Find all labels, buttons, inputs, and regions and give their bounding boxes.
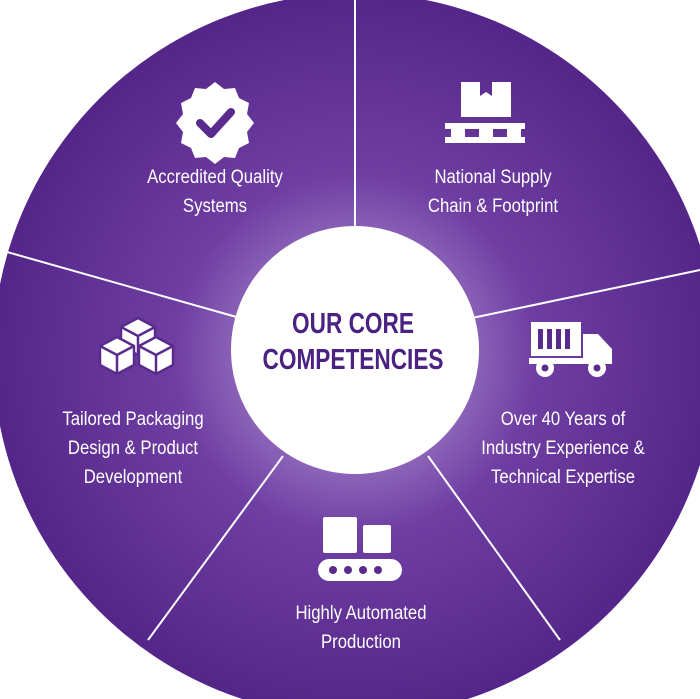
label-line: Systems	[182, 196, 248, 217]
divider-line	[471, 269, 700, 319]
center-disc	[231, 226, 479, 474]
pallet-box-icon	[445, 82, 525, 143]
segment-label-quality: Accredited Quality Systems	[127, 163, 303, 221]
segment-label-experience: Over 40 Years of Industry Experience & T…	[466, 405, 660, 492]
stacked-boxes-icon	[98, 316, 175, 376]
label-line: Chain & Footprint	[427, 196, 559, 217]
label-line: Highly Automated	[295, 603, 427, 624]
label-line: Design & Product	[67, 438, 199, 459]
badge-check-icon	[176, 82, 254, 164]
center-title-line: OUR CORE	[292, 308, 414, 340]
label-line: Tailored Packaging	[62, 409, 204, 430]
center-title-line: COMPETENCIES	[262, 344, 444, 376]
divider-line	[147, 455, 284, 641]
container-truck-icon	[529, 322, 612, 377]
label-line: Accredited Quality	[147, 167, 283, 188]
label-line: Industry Experience &	[481, 438, 645, 459]
label-line: National Supply	[434, 167, 552, 188]
segment-label-supply-chain: National Supply Chain & Footprint	[405, 163, 581, 221]
conveyor-belt-icon	[318, 517, 402, 581]
divider-line	[0, 249, 241, 319]
label-line: Technical Expertise	[490, 467, 636, 488]
center-title: OUR CORE COMPETENCIES	[259, 306, 446, 378]
label-line: Over 40 Years of	[500, 409, 626, 430]
segment-label-packaging: Tailored Packaging Design & Product Deve…	[36, 405, 230, 492]
divider-line	[427, 455, 561, 641]
label-line: Development	[83, 467, 183, 488]
segment-label-automated: Highly Automated Production	[273, 599, 449, 657]
label-line: Production	[321, 632, 401, 653]
